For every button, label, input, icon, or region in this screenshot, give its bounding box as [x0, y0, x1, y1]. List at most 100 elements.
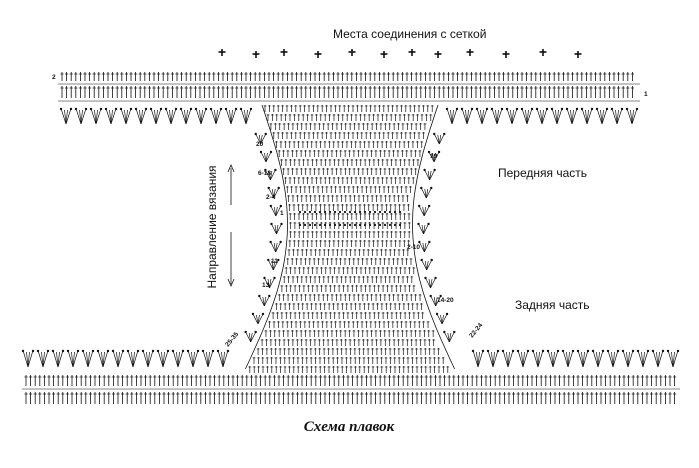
fan-mark: [253, 314, 259, 325]
dot-mark: [636, 349, 640, 353]
fan-mark: [102, 351, 108, 368]
fan-stitches: [21, 107, 680, 368]
fan-mark: [270, 170, 273, 181]
dot-mark: [460, 107, 464, 111]
fan-mark: [272, 260, 276, 271]
dot-mark: [550, 107, 554, 111]
dot-mark: [259, 150, 263, 154]
dot-mark: [576, 349, 580, 353]
dot-mark: [234, 107, 238, 111]
dot-mark: [561, 349, 565, 353]
fan-mark: [263, 296, 267, 307]
fan-mark: [571, 109, 577, 125]
dot-mark: [36, 349, 40, 353]
row-number: 1: [280, 210, 284, 217]
fan-mark: [585, 109, 588, 125]
fan-mark: [245, 109, 248, 125]
fan-mark: [611, 351, 614, 368]
right-edge: [412, 104, 455, 370]
fan-mark: [571, 109, 574, 125]
fan-mark: [211, 109, 217, 125]
fan-mark: [41, 351, 44, 368]
fan-mark: [424, 260, 428, 271]
dot-mark: [530, 107, 534, 111]
fan-mark: [255, 134, 262, 145]
fan-mark: [80, 109, 83, 125]
dot-mark: [111, 349, 115, 353]
fan-mark: [555, 109, 558, 125]
fan-mark: [563, 351, 569, 368]
fan-mark: [430, 278, 433, 289]
dot-mark: [264, 168, 267, 172]
fan-mark: [173, 351, 179, 368]
dot-mark: [249, 107, 253, 111]
dot-mark: [171, 349, 175, 353]
fan-mark: [185, 109, 188, 125]
fan-mark: [526, 109, 532, 125]
fan-mark: [27, 351, 30, 368]
fan-mark: [631, 109, 634, 125]
dot-mark: [651, 349, 655, 353]
fan-mark: [642, 351, 648, 368]
fan-mark: [42, 351, 45, 368]
fan-mark: [257, 314, 263, 325]
fan-mark: [421, 188, 427, 199]
dot-mark: [353, 223, 357, 227]
fan-mark: [418, 224, 424, 235]
fan-mark: [245, 109, 251, 125]
fan-mark: [98, 351, 104, 368]
dot-mark: [76, 349, 80, 353]
fan-mark: [124, 109, 127, 125]
dot-mark: [81, 349, 85, 353]
dot-mark: [338, 210, 342, 214]
fan-mark: [522, 109, 528, 125]
fan-mark: [131, 351, 134, 368]
fan-mark: [548, 351, 554, 368]
fan-mark: [269, 278, 275, 289]
dot-mark: [141, 349, 145, 353]
dot-mark: [333, 223, 337, 227]
dot-mark: [393, 223, 397, 227]
dot-mark: [313, 223, 317, 227]
dot-mark: [269, 240, 272, 244]
dot-mark: [535, 107, 539, 111]
fan-mark: [626, 351, 629, 368]
fan-mark: [510, 109, 513, 125]
dot-mark: [580, 107, 584, 111]
dot-mark: [427, 150, 431, 154]
fan-mark: [438, 134, 442, 145]
dot-mark: [224, 107, 228, 111]
fan-mark: [268, 188, 275, 199]
fan-mark: [556, 109, 559, 125]
fan-mark: [552, 351, 555, 368]
fan-mark: [110, 109, 116, 125]
fan-mark: [612, 109, 618, 125]
fan-mark: [672, 351, 678, 368]
fan-mark: [423, 206, 427, 217]
fan-mark: [552, 351, 558, 368]
dot-mark: [435, 312, 439, 316]
fan-mark: [191, 351, 194, 368]
fan-mark: [196, 109, 202, 125]
fan-mark: [522, 351, 525, 368]
dot-mark: [96, 349, 100, 353]
dot-mark: [204, 107, 208, 111]
fan-mark: [581, 351, 584, 368]
dot-mark: [575, 107, 579, 111]
dot-mark: [251, 312, 255, 316]
dot-mark: [430, 186, 433, 190]
dot-mark: [378, 210, 382, 214]
fan-mark: [433, 152, 439, 163]
fan-mark: [80, 109, 86, 125]
fan-mark: [477, 351, 483, 368]
dot-mark: [263, 276, 266, 280]
fan-mark: [582, 351, 585, 368]
dot-mark: [279, 240, 282, 244]
fan-mark: [425, 188, 429, 199]
dot-mark: [434, 276, 437, 280]
fan-mark: [264, 296, 270, 307]
fan-mark: [267, 278, 270, 289]
fan-mark: [630, 109, 633, 125]
fan-mark: [427, 170, 430, 181]
dot-mark: [437, 150, 441, 154]
